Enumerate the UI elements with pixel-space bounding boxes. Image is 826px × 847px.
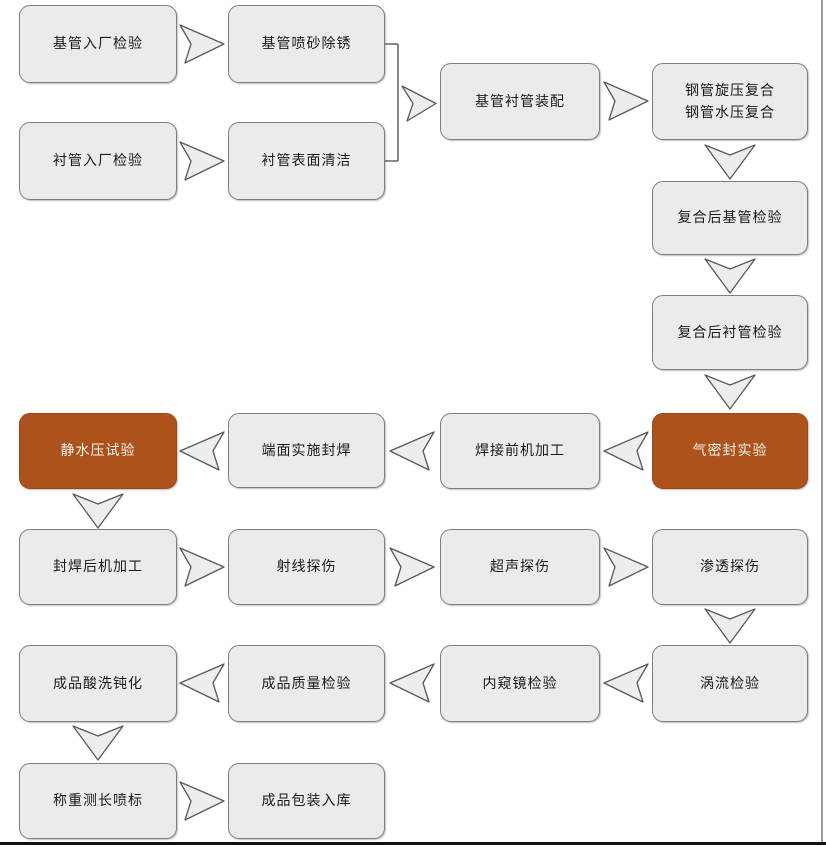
flow-node-weighing-measuring-marking: 称重测长喷标 <box>19 763 177 839</box>
flow-node-liner-pipe-incoming-inspection: 衬管入厂检验 <box>19 122 177 200</box>
flow-node-label: 钢管水压复合 <box>685 104 775 121</box>
flow-arrow-left-icon <box>603 431 649 471</box>
flow-arrow-right-icon <box>179 547 225 587</box>
flow-arrow-down-icon <box>704 258 756 294</box>
flow-node-label: 成品酸洗钝化 <box>53 675 143 692</box>
flow-arrow-right-icon <box>401 85 437 122</box>
flow-node-label: 复合后衬管检验 <box>677 324 783 341</box>
flow-node-product-packaging-warehousing: 成品包装入库 <box>228 763 385 839</box>
flow-node-label: 封焊后机加工 <box>53 559 143 575</box>
flow-node-label: 复合后基管检验 <box>677 210 783 226</box>
flow-node-base-pipe-incoming-inspection: 基管入厂检验 <box>19 5 177 83</box>
flow-node-label: 焊接前机加工 <box>475 443 565 459</box>
flow-node-label: 内窥镜检验 <box>482 675 558 692</box>
flow-node-label: 涡流检验 <box>700 675 760 692</box>
flow-node-post-composite-liner-pipe-inspection: 复合后衬管检验 <box>652 295 808 370</box>
flow-node-post-weld-machining: 封焊后机加工 <box>19 529 177 605</box>
flow-node-pipe-compositing: 钢管旋压复合钢管水压复合 <box>652 63 808 140</box>
flow-node-base-pipe-sandblast-derust: 基管喷砂除锈 <box>228 5 385 83</box>
flow-arrow-right-icon <box>179 781 225 821</box>
flow-arrow-right-icon <box>603 547 649 587</box>
flow-node-eddy-current-inspection: 涡流检验 <box>652 645 808 722</box>
flow-node-label: 成品质量检验 <box>261 675 352 692</box>
flow-arrow-left-icon <box>389 663 435 703</box>
flow-node-radiographic-testing: 射线探伤 <box>228 529 385 605</box>
merge-bracket-connector <box>385 43 437 162</box>
flow-node-label: 射线探伤 <box>276 559 337 575</box>
flow-node-product-quality-inspection: 成品质量检验 <box>228 645 385 722</box>
flow-node-label: 基管入厂检验 <box>53 36 143 52</box>
flow-arrow-right-icon <box>603 81 649 121</box>
flow-node-label: 静水压试验 <box>60 443 136 459</box>
flow-node-label: 钢管旋压复合 <box>685 82 775 99</box>
flow-node-penetrant-testing: 渗透探伤 <box>652 529 808 605</box>
flow-arrow-down-icon <box>704 374 756 410</box>
flow-node-ultrasonic-testing: 超声探伤 <box>440 529 600 605</box>
flow-arrow-left-icon <box>179 431 225 471</box>
flow-arrow-down-icon <box>704 144 756 180</box>
flow-node-air-tightness-test: 气密封实验 <box>652 413 808 489</box>
flow-node-endoscope-inspection: 内窥镜检验 <box>440 645 600 722</box>
flow-node-label: 基管喷砂除锈 <box>261 36 352 52</box>
flow-node-product-pickling-passivation: 成品酸洗钝化 <box>19 645 177 722</box>
flow-node-label: 称重测长喷标 <box>53 793 143 809</box>
flow-node-label: 基管衬管装配 <box>475 93 565 110</box>
flow-node-post-composite-base-pipe-inspection: 复合后基管检验 <box>652 181 808 255</box>
flow-node-base-liner-pipe-assembly: 基管衬管装配 <box>440 63 600 140</box>
flow-node-label: 衬管入厂检验 <box>53 153 143 169</box>
flow-arrow-down-icon <box>72 493 124 529</box>
flow-node-label: 端面实施封焊 <box>261 442 352 459</box>
flow-node-end-face-seal-welding: 端面实施封焊 <box>228 413 385 488</box>
flow-arrow-down-icon <box>704 608 756 644</box>
flow-arrow-left-icon <box>389 431 435 471</box>
flow-node-label: 渗透探伤 <box>700 559 760 575</box>
flow-arrow-left-icon <box>179 663 225 703</box>
flow-node-label: 衬管表面清洁 <box>261 153 352 169</box>
flow-node-liner-pipe-surface-cleaning: 衬管表面清洁 <box>228 122 385 200</box>
flow-arrow-right-icon <box>389 547 435 587</box>
flow-node-pre-weld-machining: 焊接前机加工 <box>440 413 600 489</box>
flow-arrow-right-icon <box>179 24 225 64</box>
flow-node-label: 超声探伤 <box>490 559 550 575</box>
flow-arrow-left-icon <box>603 663 649 703</box>
flow-arrow-right-icon <box>179 141 225 181</box>
flow-arrow-down-icon <box>72 725 124 761</box>
page-right-border <box>821 0 823 845</box>
flow-node-label: 成品包装入库 <box>261 793 352 809</box>
flow-node-label: 气密封实验 <box>692 443 768 459</box>
page-bottom-border <box>0 842 826 845</box>
flow-node-hydrostatic-test: 静水压试验 <box>19 413 177 489</box>
